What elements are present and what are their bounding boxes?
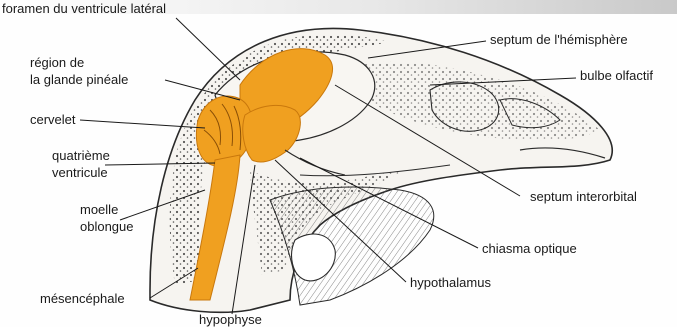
label-septum-interorbital: septum interorbital (530, 189, 637, 204)
label-mesencephale: mésencéphale (40, 291, 125, 306)
label-moelle-2: oblongue (80, 219, 134, 234)
label-ventricule-1: quatrième (52, 148, 110, 163)
label-bulbe: bulbe olfactif (580, 68, 653, 83)
label-hypophyse: hypophyse (199, 312, 262, 327)
label-pineale-1: région de (30, 55, 84, 70)
label-moelle-1: moelle (80, 202, 118, 217)
label-ventricule-2: ventricule (52, 165, 108, 180)
label-chiasma: chiasma optique (482, 241, 577, 256)
label-pineale-2: la glande pinéale (30, 72, 128, 87)
label-hypothalamus: hypothalamus (410, 275, 491, 290)
label-cervelet: cervelet (30, 112, 76, 127)
label-foramen: foramen du ventricule latéral (2, 1, 166, 16)
label-septum-hemisphere: septum de l'hémisphère (490, 32, 628, 47)
